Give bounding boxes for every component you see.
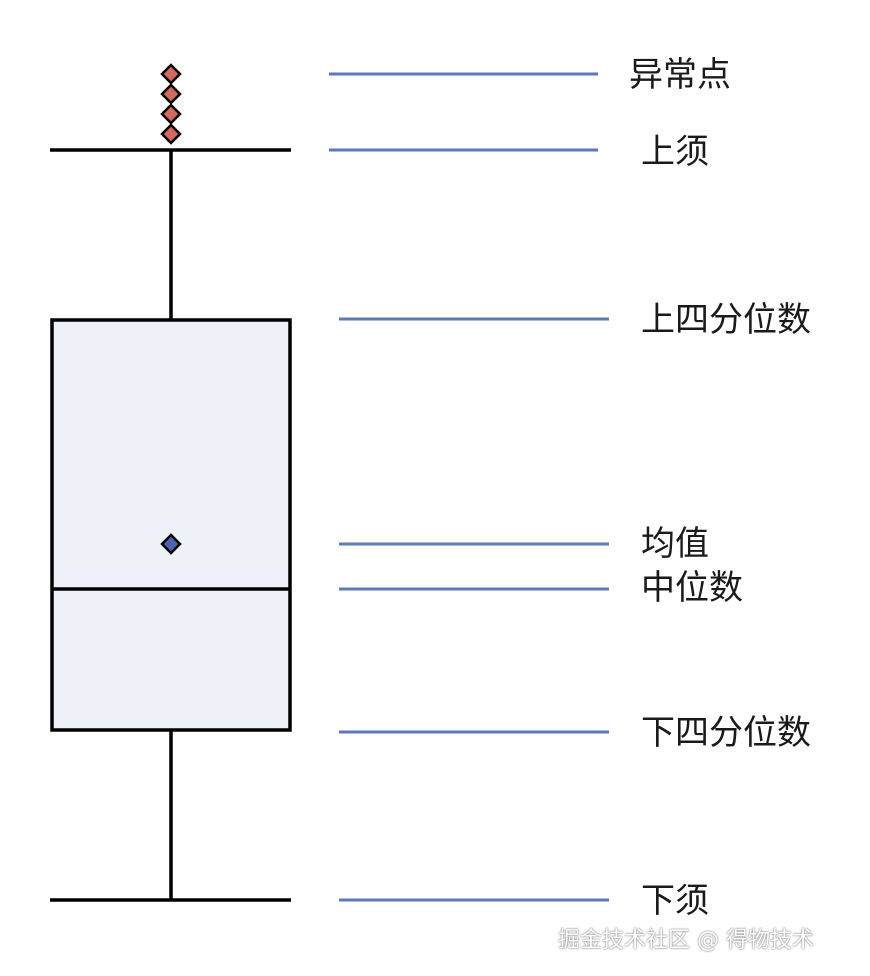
lower-quartile-label: 下四分位数: [641, 713, 811, 753]
mean-marker: [160, 533, 182, 555]
outlier-point: [160, 103, 182, 125]
outlier-point: [160, 63, 182, 85]
lower-whisker-label: 下须: [641, 881, 709, 921]
outlier-point: [160, 123, 182, 145]
upper-whisker-label: 上须: [641, 132, 709, 172]
watermark: 掘金技术社区 @ 得物技术: [558, 928, 814, 953]
interquartile-box: [50, 318, 292, 732]
outliers-label: 异常点: [629, 55, 731, 95]
outlier-point: [160, 83, 182, 105]
mean-label: 均值: [641, 524, 709, 564]
upper-quartile-label: 上四分位数: [641, 300, 811, 340]
median-label: 中位数: [641, 568, 743, 608]
